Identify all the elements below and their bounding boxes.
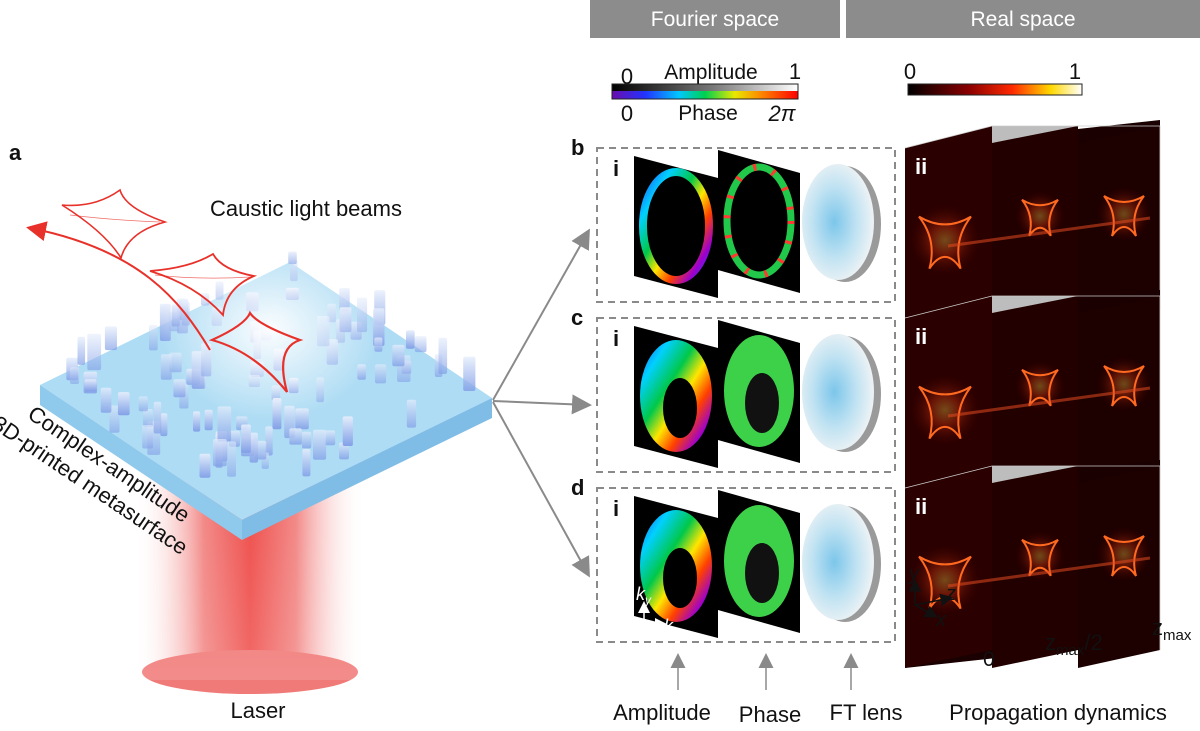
pillar [439,338,448,374]
arrow-to-c [493,401,588,405]
pillar [193,411,200,431]
phase-annulus-hole [745,373,779,433]
pillar [78,337,86,365]
axis-y-label: y [907,563,920,585]
pillar [70,367,79,384]
pillar [302,449,310,477]
bottom-label-propagation: Propagation dynamics [949,700,1167,725]
panel-a-letter: a [9,140,22,165]
bottom-label-phase: Phase [739,702,801,727]
intensity-gradient-bar [908,84,1082,95]
pillar [313,430,326,460]
z-tick-max: zmax [1152,615,1192,644]
pillar [84,379,96,391]
pillar [463,357,475,391]
real-space-volume [905,460,1160,668]
axis-z-label: z [945,583,956,605]
phase-colorbar-label: Phase [678,102,738,125]
caustic-beams-label: Caustic light beams [210,196,402,221]
transmitted-light-glow [160,240,380,420]
pillar [205,410,213,431]
pillar [375,364,386,383]
amplitude-gradient-bar [612,84,798,91]
colorbar-amplitude-phase: 0 Amplitude 1 0 Phase 2π [612,59,801,126]
amplitude-max-label: 1 [789,59,801,84]
pillar [227,441,236,476]
bottom-label-ft-lens: FT lens [830,700,903,725]
amplitude-annulus-hole [663,378,697,438]
colorbar-intensity: 0 1 [904,59,1082,95]
real-sub-label: ii [915,154,927,179]
pillar [265,426,273,455]
pillar [139,396,148,411]
phase-gradient-bar [612,91,798,99]
axis-x-label: x [935,609,947,631]
pillar [392,345,404,366]
ft-lens [802,334,874,450]
panel-a: a Caustic light beams Complex [0,140,492,723]
phase-annulus-hole [745,543,779,603]
laser-label: Laser [230,698,285,723]
pillar [241,425,251,454]
intensity-max-label: 1 [1069,59,1081,84]
pillar [289,428,302,444]
amplitude-annulus-hole [663,548,697,608]
phase-min-label: 0 [621,101,633,126]
fourier-sub-label: i [613,496,619,521]
pillar [302,432,311,449]
header-real-label: Real space [970,8,1075,31]
row-letter: d [571,475,584,500]
fourier-sub-label: i [613,156,619,181]
pillar [325,430,336,445]
pillar [343,416,353,446]
pillar [143,409,153,427]
pillar [406,330,415,348]
header-real-space: Real space [846,0,1200,38]
row-d: diii [571,460,1160,668]
amplitude-colorbar-label: Amplitude [664,61,757,84]
pillar [87,334,101,370]
pillar [101,388,112,413]
caustic-star-far [62,190,165,258]
bottom-label-amplitude: Amplitude [613,700,711,725]
pillar [118,392,130,415]
ft-lens [802,164,874,280]
z-tick-zero: 0 [983,648,995,671]
real-sub-label: ii [915,494,927,519]
header-fourier-space: Fourier space [590,0,840,38]
pillar [149,325,158,351]
fourier-sub-label: i [613,326,619,351]
pillar [407,400,416,428]
bottom-labels [678,656,851,690]
phase-max-label: 2π [768,101,797,126]
real-sub-label: ii [915,324,927,349]
pillar [105,326,117,350]
row-letter: b [571,135,584,160]
ft-lens [802,504,874,620]
pillar [142,425,153,449]
pillar [213,439,227,466]
pillar [160,413,167,436]
pillar [415,336,427,352]
pillar [200,454,211,478]
connecting-arrows [493,232,588,574]
pillar [154,402,162,434]
intensity-min-label: 0 [904,59,916,84]
row-letter: c [571,305,583,330]
header-fourier-label: Fourier space [651,8,779,31]
